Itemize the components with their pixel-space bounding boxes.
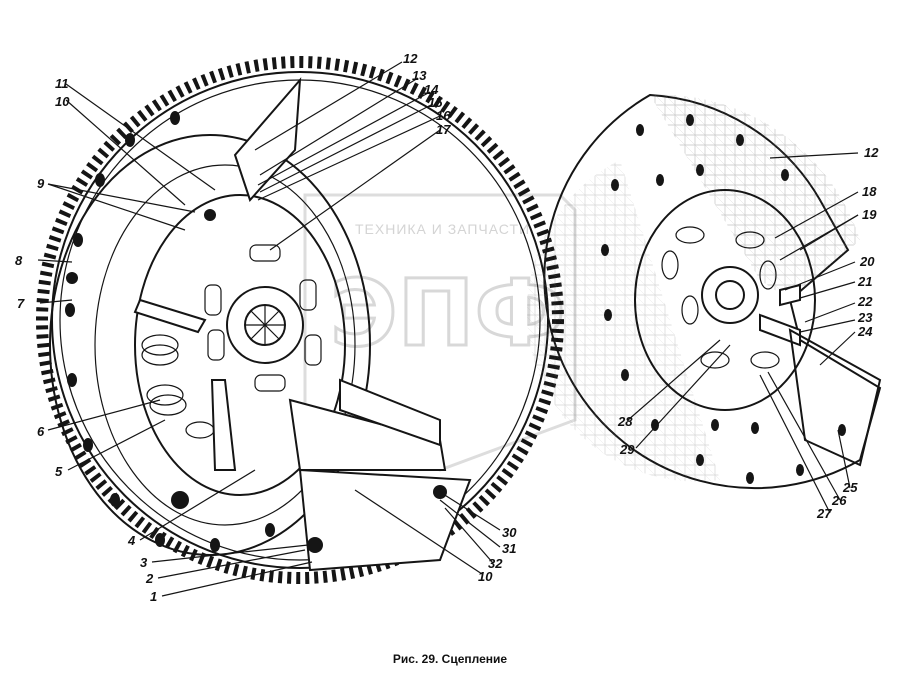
flywheel-bolt-holes [65, 111, 275, 552]
callout-27: 27 [816, 506, 832, 521]
callout-29: 29 [619, 442, 635, 457]
pressure-plate-opening [134, 194, 346, 496]
callout-9: 9 [37, 176, 45, 191]
lever-brackets [288, 378, 472, 572]
disc-hub-bore [715, 280, 745, 310]
disc-hub [701, 266, 759, 324]
callout-14: 14 [424, 82, 439, 97]
lining-rivet-holes [601, 114, 846, 484]
callout-8: 8 [15, 253, 23, 268]
callout-20: 20 [859, 254, 875, 269]
disc-plate [634, 189, 816, 411]
callout-16: 16 [436, 108, 451, 123]
callout-10-bottom: 10 [478, 569, 493, 584]
callout-23: 23 [857, 310, 873, 325]
callout-19: 19 [862, 207, 877, 222]
callout-25: 25 [842, 480, 858, 495]
hub-splines [245, 305, 285, 345]
callout-24: 24 [857, 324, 873, 339]
callout-28: 28 [617, 414, 633, 429]
callout-5: 5 [55, 464, 63, 479]
callout-1: 1 [150, 589, 157, 604]
callout-30: 30 [502, 525, 517, 540]
callout-15: 15 [428, 95, 443, 110]
callout-7: 7 [17, 296, 25, 311]
callout-26: 26 [831, 493, 847, 508]
callout-22: 22 [857, 294, 873, 309]
pressure-springs [141, 334, 215, 439]
callout-2: 2 [145, 571, 154, 586]
figure-caption: Рис. 29. Сцепление [392, 652, 508, 666]
pressure-plate-outer [49, 134, 371, 556]
callout-18: 18 [862, 184, 877, 199]
callout-10-top: 10 [55, 94, 70, 109]
callout-21: 21 [857, 274, 872, 289]
callout-31: 31 [502, 541, 516, 556]
callouts: 11 10 9 8 7 6 5 4 3 2 1 10 30 31 32 12 1… [15, 51, 879, 604]
callout-3: 3 [140, 555, 148, 570]
callout-11: 11 [55, 76, 69, 91]
callout-17: 17 [436, 122, 451, 137]
leader-lines [37, 61, 859, 597]
callout-12-right: 12 [864, 145, 879, 160]
callout-6: 6 [37, 424, 45, 439]
callout-12-left: 12 [403, 51, 418, 66]
hub-body [226, 286, 304, 364]
driven-disc-assembly [526, 93, 882, 490]
release-levers [133, 77, 302, 471]
friction-lining-texture-lower [526, 160, 720, 482]
callout-13: 13 [412, 68, 427, 83]
disc-damper-springs [661, 226, 780, 369]
pressure-plate-ring [94, 164, 356, 526]
damper-springs [204, 244, 322, 392]
watermark-line: ТЕХНИКА И ЗАПЧАСТИ [355, 221, 530, 237]
callout-4: 4 [127, 533, 136, 548]
callout-32: 32 [488, 556, 503, 571]
